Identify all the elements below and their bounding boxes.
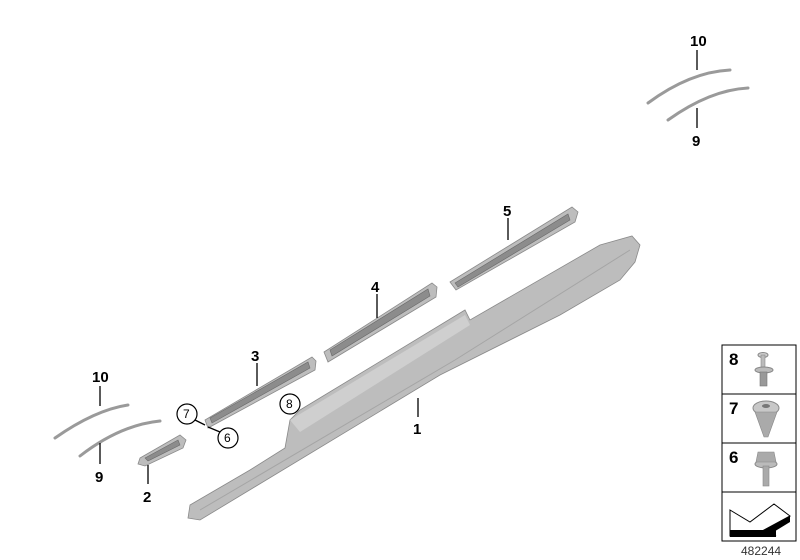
svg-text:6: 6	[224, 431, 231, 445]
fastener-legend-panel: 8 7 6	[721, 344, 797, 542]
svg-text:7: 7	[183, 407, 190, 421]
diagram-reference-number: 482244	[741, 544, 781, 558]
leader-line	[207, 426, 221, 433]
callout-10-right[interactable]: 10	[690, 33, 707, 50]
trim-strip-10-left[interactable]	[53, 403, 130, 440]
hex-screw-icon	[754, 451, 778, 487]
callout-4[interactable]: 4	[371, 279, 380, 296]
callout-9-left[interactable]: 9	[95, 469, 103, 486]
legend-item-8[interactable]: 8	[729, 350, 774, 387]
clip-nut-icon	[752, 400, 780, 438]
leader-line	[194, 419, 206, 426]
bracket-part-4[interactable]	[323, 282, 438, 363]
callout-10-left[interactable]: 10	[92, 369, 109, 386]
arrow-direction-icon[interactable]	[729, 503, 791, 537]
callout-5[interactable]: 5	[503, 203, 511, 220]
trim-strip-9-left[interactable]	[78, 419, 162, 458]
svg-text:8: 8	[286, 397, 293, 411]
svg-text:8: 8	[729, 350, 738, 369]
legend-item-6[interactable]: 6	[729, 448, 778, 487]
svg-text:6: 6	[729, 448, 738, 467]
callout-6-circle[interactable]: 6	[217, 427, 239, 449]
callout-2[interactable]: 2	[143, 489, 151, 506]
trim-strip-9-right[interactable]	[666, 86, 750, 122]
trim-strip-10-right[interactable]	[646, 68, 732, 105]
callout-3[interactable]: 3	[251, 348, 259, 365]
callout-9-right[interactable]: 9	[692, 133, 700, 150]
push-rivet-icon	[754, 352, 774, 387]
callout-8-circle[interactable]: 8	[279, 393, 301, 415]
legend-item-7[interactable]: 7	[729, 399, 780, 438]
callout-1[interactable]: 1	[413, 421, 421, 438]
bracket-part-3[interactable]	[204, 356, 317, 429]
callout-7-circle[interactable]: 7	[176, 403, 198, 425]
side-skirt-part-1[interactable]	[187, 235, 641, 521]
svg-text:7: 7	[729, 399, 738, 418]
bracket-part-2[interactable]	[137, 434, 187, 467]
bracket-part-5[interactable]	[449, 206, 579, 291]
